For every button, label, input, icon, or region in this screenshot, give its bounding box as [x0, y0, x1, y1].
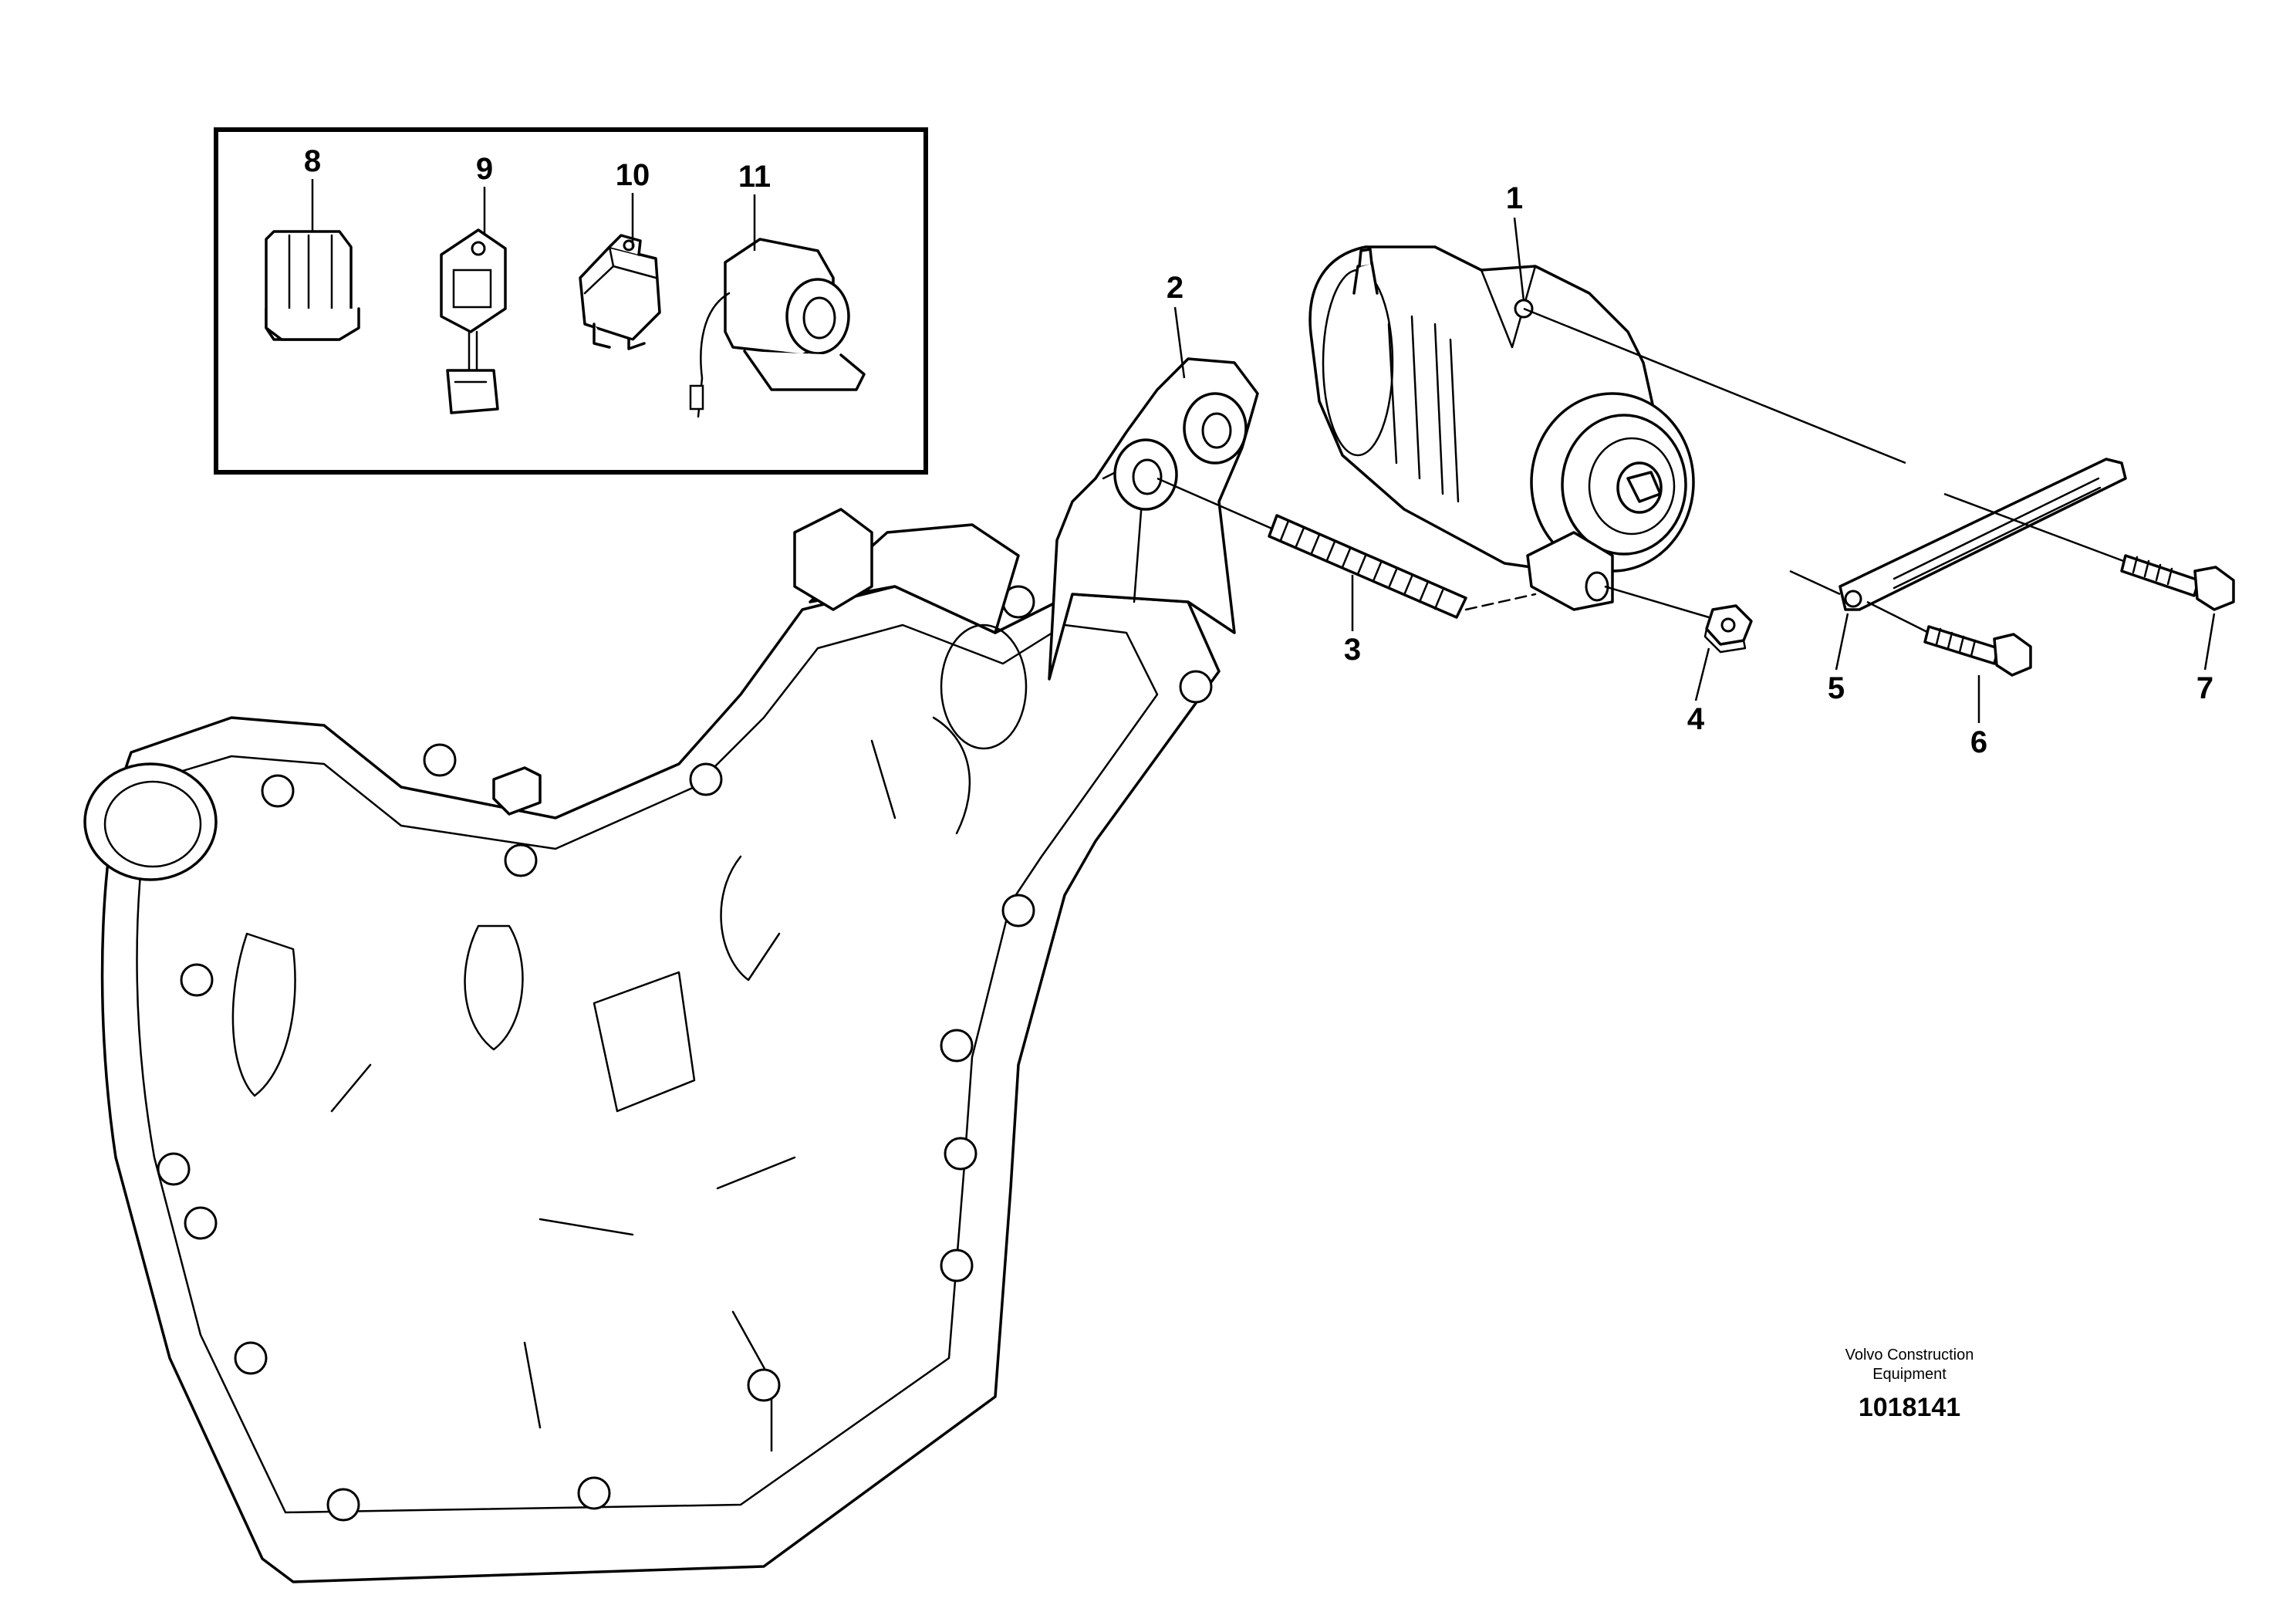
adjusting-bar-part-5 [1523, 307, 2127, 611]
footer: Volvo Construction Equipment 1018141 [1845, 1347, 1974, 1422]
inset-box: 8 9 10 11 [214, 127, 928, 475]
callout-5: 5 [1828, 671, 1845, 705]
bolt-part-6 [1866, 600, 2032, 677]
stud-part-3 [1156, 477, 1537, 619]
callout-11: 11 [738, 160, 771, 194]
module-part-9 [440, 228, 507, 414]
callout-1: 1 [1506, 181, 1523, 215]
bracket-part-2 [1048, 357, 1259, 681]
company-line-1: Volvo Construction [1845, 1347, 1974, 1363]
timing-cover [83, 508, 1221, 1583]
company-line-2: Equipment [1872, 1366, 1947, 1383]
buzzer-part-11 [689, 238, 866, 418]
nut-part-4 [1604, 585, 1753, 654]
callout-10: 10 [616, 158, 650, 192]
callout-6: 6 [1970, 725, 1987, 759]
callout-3: 3 [1344, 633, 1361, 667]
callout-8: 8 [304, 144, 321, 178]
callouts-main: 1 2 3 4 5 6 7 [1167, 181, 2216, 759]
callout-2: 2 [1167, 271, 1183, 305]
relay-part-8 [265, 230, 360, 341]
cover-bolt-holes [157, 585, 1213, 1522]
bolt-part-7 [1943, 492, 2235, 611]
callout-7: 7 [2196, 671, 2213, 705]
callout-4: 4 [1687, 702, 1705, 736]
relay-part-10 [579, 234, 661, 350]
document-number: 1018141 [1859, 1393, 1960, 1422]
callout-9: 9 [476, 152, 493, 186]
